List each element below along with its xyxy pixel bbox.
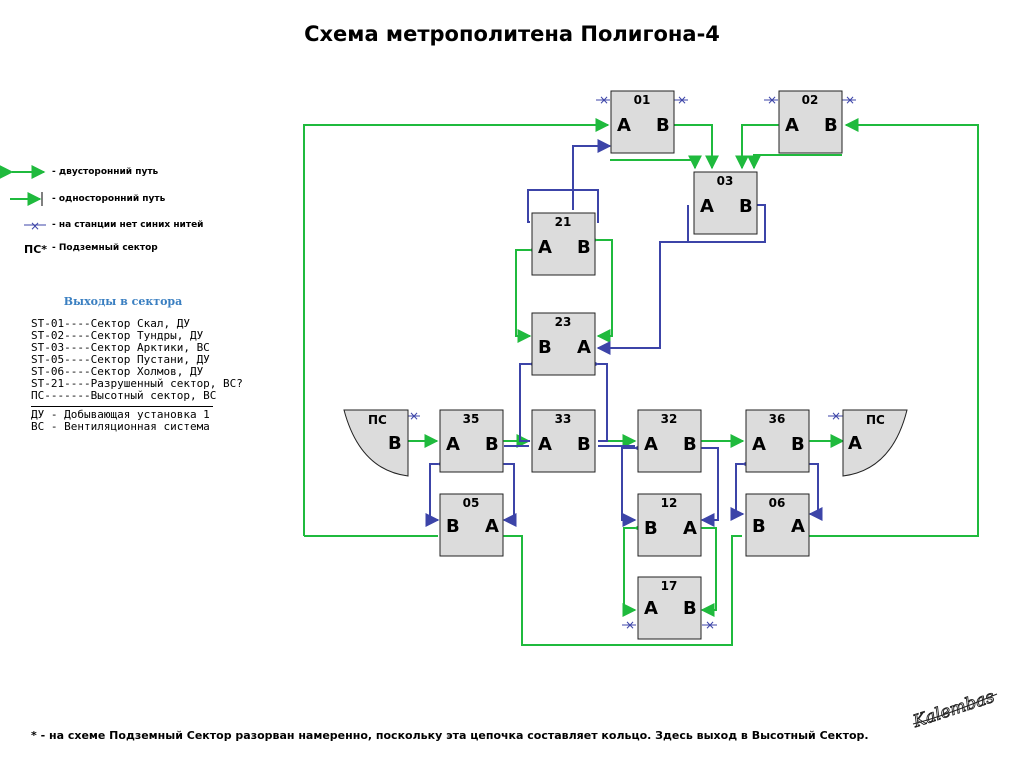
svg-text:12: 12	[661, 496, 678, 510]
svg-text:A: A	[791, 516, 805, 537]
svg-text:A: A	[577, 337, 591, 358]
svg-text:A: A	[683, 518, 697, 539]
svg-text:B: B	[824, 115, 838, 136]
station-17: 17 A B	[637, 576, 702, 640]
ps-sector-right: ПС A	[842, 409, 908, 477]
no-blue-markers: × × × × × × × ×	[405, 93, 856, 632]
svg-text:A: A	[752, 434, 766, 455]
legend-no-blue: - на станции нет синих нитей	[52, 220, 204, 230]
svg-text:A: A	[538, 237, 552, 258]
station-36: 36 A B	[745, 409, 810, 473]
svg-text:B: B	[485, 434, 499, 455]
svg-text:B: B	[538, 337, 552, 358]
svg-text:×: ×	[599, 93, 609, 107]
svg-text:A: A	[617, 115, 631, 136]
svg-text:×: ×	[845, 93, 855, 107]
svg-text:×: ×	[625, 618, 635, 632]
svg-text:A: A	[785, 115, 799, 136]
page-title: Схема метрополитена Полигона-4	[304, 22, 720, 46]
footnote: * - на схеме Подземный Сектор разорван н…	[31, 729, 869, 742]
exit-row: ST-21----Разрушенный сектор, ВС?	[31, 377, 243, 390]
svg-text:B: B	[791, 434, 805, 455]
svg-text:06: 06	[769, 496, 786, 510]
exit-row: ПС-------Высотный сектор, ВС	[31, 389, 217, 402]
blue-tracks	[425, 139, 823, 527]
station-23: 23 B A	[531, 312, 596, 376]
svg-text:23: 23	[555, 315, 572, 329]
station-33: 33 A B	[531, 409, 596, 473]
signature: Kalembas	[909, 686, 997, 732]
station-06: 06 B A	[745, 493, 810, 557]
svg-text:A: A	[446, 434, 460, 455]
legend-two-way: - двусторонний путь	[52, 167, 159, 177]
svg-text:36: 36	[769, 412, 786, 426]
legend-symbols: ×	[0, 165, 46, 233]
exits-title: Выходы в сектора	[63, 295, 183, 308]
svg-text:B: B	[739, 196, 753, 217]
svg-text:A: A	[700, 196, 714, 217]
svg-text:03: 03	[717, 174, 734, 188]
svg-text:A: A	[538, 434, 552, 455]
svg-text:21: 21	[555, 215, 572, 229]
svg-text:×: ×	[767, 93, 777, 107]
legend-ps-abbr: ПС*	[24, 243, 48, 256]
svg-text:33: 33	[555, 412, 572, 426]
ps-letter: A	[848, 433, 862, 454]
station-35: 35 A B	[439, 409, 504, 473]
exit-row: ST-03----Сектор Арктики, ВС	[31, 341, 210, 354]
svg-text:35: 35	[463, 412, 480, 426]
svg-text:×: ×	[705, 618, 715, 632]
svg-text:×: ×	[831, 409, 841, 423]
svg-text:×: ×	[409, 409, 419, 423]
ps-label: ПС	[368, 413, 387, 427]
legend-one-way: - односторонний путь	[52, 194, 166, 204]
legend-ps-desc: - Подземный сектор	[52, 243, 158, 253]
svg-text:17: 17	[661, 579, 678, 593]
svg-text:A: A	[485, 516, 499, 537]
svg-text:05: 05	[463, 496, 480, 510]
svg-text:B: B	[644, 518, 658, 539]
svg-text:B: B	[577, 434, 591, 455]
exit-row: ST-05----Сектор Пустани, ДУ	[31, 353, 210, 366]
ps-label: ПС	[866, 413, 885, 427]
exit-row: ST-02----Сектор Тундры, ДУ	[31, 329, 204, 342]
station-03: 03 A B	[693, 171, 758, 235]
station-12: 12 B A	[637, 493, 702, 557]
exit-row: ST-06----Сектор Холмов, ДУ	[31, 365, 204, 378]
station-02: 02 A B	[778, 90, 843, 154]
station-01: 01 A B	[610, 90, 675, 154]
exit-note: ВС - Вентиляционная система	[31, 420, 210, 433]
svg-text:B: B	[577, 237, 591, 258]
svg-text:A: A	[644, 434, 658, 455]
station-32: 32 A B	[637, 409, 702, 473]
station-05: 05 B A	[439, 493, 504, 557]
svg-text:B: B	[683, 598, 697, 619]
exits-list: ST-01----Сектор Скал, ДУ ST-02----Сектор…	[31, 318, 243, 433]
station-21: 21 A B	[531, 212, 596, 276]
svg-text:02: 02	[802, 93, 819, 107]
svg-text:×: ×	[30, 219, 40, 233]
svg-text:01: 01	[634, 93, 651, 107]
exits-divider	[31, 406, 213, 407]
svg-text:×: ×	[677, 93, 687, 107]
exit-note: ДУ - Добывающая установка 1	[31, 408, 210, 421]
svg-text:B: B	[752, 516, 766, 537]
green-tracks	[303, 118, 979, 646]
svg-text:B: B	[683, 434, 697, 455]
svg-text:32: 32	[661, 412, 678, 426]
ps-letter: B	[388, 433, 402, 454]
exit-row: ST-01----Сектор Скал, ДУ	[31, 317, 190, 330]
svg-text:B: B	[446, 516, 460, 537]
svg-text:B: B	[656, 115, 670, 136]
ps-sector-left: ПС B	[343, 409, 409, 477]
svg-text:A: A	[644, 598, 658, 619]
